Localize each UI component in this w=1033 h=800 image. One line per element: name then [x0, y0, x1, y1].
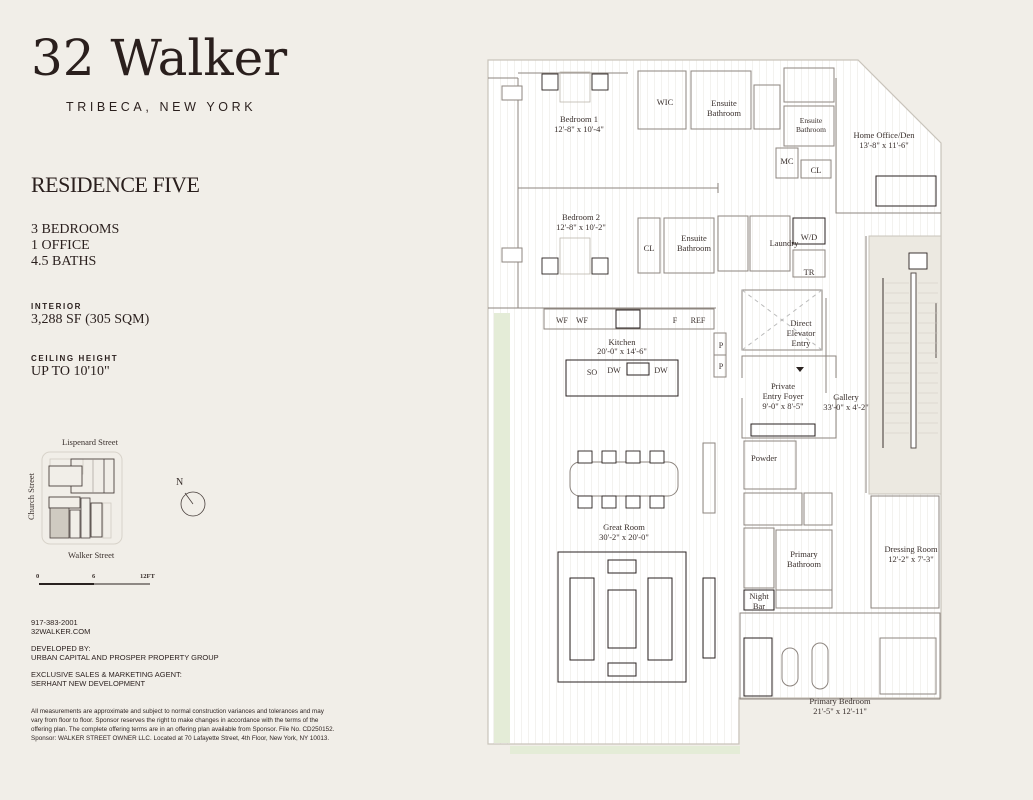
ceiling-label: CEILING HEIGHT: [31, 354, 119, 363]
svg-text:Entry: Entry: [792, 338, 812, 348]
svg-text:F: F: [673, 316, 678, 325]
svg-text:21'-5" x 12'-11": 21'-5" x 12'-11": [813, 706, 867, 716]
svg-text:WF: WF: [556, 316, 569, 325]
room-cl-2: CL: [644, 243, 655, 253]
svg-text:REF: REF: [691, 316, 706, 325]
svg-text:Bathroom: Bathroom: [707, 108, 741, 118]
svg-text:12'-2" x 7'-3": 12'-2" x 7'-3": [888, 554, 933, 564]
svg-text:12'-8" x 10'-2": 12'-8" x 10'-2": [556, 222, 606, 232]
residence-specs: 3 BEDROOMS 1 OFFICE 4.5 BATHS: [31, 222, 119, 270]
floor-plan: Bedroom 1 12'-8" x 10'-4" WIC Ensuite Ba…: [487, 59, 942, 754]
room-dressing-room: Dressing Room: [884, 544, 938, 554]
street-left-label: Church Street: [26, 472, 36, 520]
svg-text:30'-2" x 20'-0": 30'-2" x 20'-0": [599, 532, 649, 542]
agent: SERHANT NEW DEVELOPMENT: [31, 679, 146, 688]
room-elevator-entry: Direct: [790, 318, 812, 328]
svg-text:Entry Foyer: Entry Foyer: [763, 391, 804, 401]
agent-label: EXCLUSIVE SALES & MARKETING AGENT:: [31, 670, 182, 679]
contact-block: 917-383-2001 32WALKER.COM DEVELOPED BY: …: [31, 618, 219, 696]
terrace-planter: [494, 313, 510, 743]
svg-text:Bar: Bar: [753, 601, 765, 611]
phone[interactable]: 917-383-2001: [31, 618, 78, 627]
scale-tick-12: 12FT: [140, 573, 155, 580]
developer: URBAN CAPITAL AND PROSPER PROPERTY GROUP: [31, 653, 219, 662]
room-home-office: Home Office/Den: [854, 130, 916, 140]
spec-bedrooms: 3 BEDROOMS: [31, 222, 120, 237]
room-kitchen: Kitchen: [609, 337, 637, 347]
svg-text:12'-8" x 10'-4": 12'-8" x 10'-4": [554, 124, 604, 134]
floor-plan-outline: [487, 59, 942, 745]
room-bedroom1: Bedroom 1: [560, 114, 598, 124]
svg-text:P: P: [719, 341, 724, 350]
north-label: N: [176, 477, 183, 488]
room-ensuite-3: Ensuite: [681, 233, 707, 243]
disclaimer: All measurements are approximate and sub…: [31, 708, 335, 742]
svg-text:Bathroom: Bathroom: [796, 125, 826, 134]
svg-text:Elevator: Elevator: [787, 328, 816, 338]
developer-label: DEVELOPED BY:: [31, 644, 91, 653]
stairwell: [868, 235, 942, 495]
room-bedroom2: Bedroom 2: [562, 212, 600, 222]
room-great-room: Great Room: [603, 522, 645, 532]
stairs-treads: [885, 282, 938, 434]
svg-text:WF: WF: [576, 316, 589, 325]
room-tr: TR: [804, 267, 815, 277]
room-cl-1: CL: [811, 165, 822, 175]
room-ensuite-1: Ensuite: [711, 98, 737, 108]
svg-text:Bathroom: Bathroom: [677, 243, 711, 253]
svg-text:SO: SO: [587, 368, 597, 377]
room-entry-foyer: Private: [771, 381, 795, 391]
svg-text:DW: DW: [654, 366, 668, 375]
spec-baths: 4.5 BATHS: [31, 254, 97, 269]
interior-value: 3,288 SF (305 SQM): [31, 312, 150, 327]
room-gallery: Gallery: [833, 392, 859, 402]
svg-text:Bathroom: Bathroom: [787, 559, 821, 569]
interior-label: INTERIOR: [31, 302, 83, 311]
scale-tick-6: 6: [92, 573, 96, 580]
room-mc: MC: [780, 156, 794, 166]
spec-office: 1 OFFICE: [31, 238, 90, 253]
scale-tick-0: 0: [36, 573, 39, 580]
svg-text:33'-0" x 4'-2": 33'-0" x 4'-2": [823, 402, 868, 412]
room-powder: Powder: [751, 453, 777, 463]
room-primary-bedroom: Primary Bedroom: [809, 696, 871, 706]
svg-text:13'-8" x 11'-6": 13'-8" x 11'-6": [859, 140, 908, 150]
north-compass-icon: [180, 491, 206, 517]
room-night-bar: Night: [749, 591, 769, 601]
svg-text:20'-0" x 14'-6": 20'-0" x 14'-6": [597, 346, 647, 356]
residence-title: RESIDENCE FIVE: [31, 172, 200, 197]
street-bottom-label: Walker Street: [68, 550, 115, 560]
svg-text:9'-0" x 8'-5": 9'-0" x 8'-5": [762, 401, 803, 411]
room-laundry: Laundry: [770, 238, 800, 248]
key-map: Lispenard Street Church Street Walker St…: [26, 437, 206, 585]
brand-title: 32 Walker: [31, 29, 288, 87]
website[interactable]: 32WALKER.COM: [31, 627, 91, 636]
entry-arrow-icon: [796, 367, 804, 372]
room-wic: WIC: [657, 97, 674, 107]
svg-text:P: P: [719, 362, 724, 371]
street-top-label: Lispenard Street: [62, 437, 119, 447]
svg-text:DW: DW: [607, 366, 621, 375]
ceiling-value: UP TO 10'10": [31, 364, 110, 379]
room-primary-bathroom: Primary: [790, 549, 818, 559]
room-ensuite-2: Ensuite: [800, 116, 823, 125]
brand-subtitle: TRIBECA, NEW YORK: [66, 100, 257, 114]
room-wd: W/D: [801, 232, 818, 242]
info-panel: 32 Walker TRIBECA, NEW YORK RESIDENCE FI…: [0, 0, 480, 800]
